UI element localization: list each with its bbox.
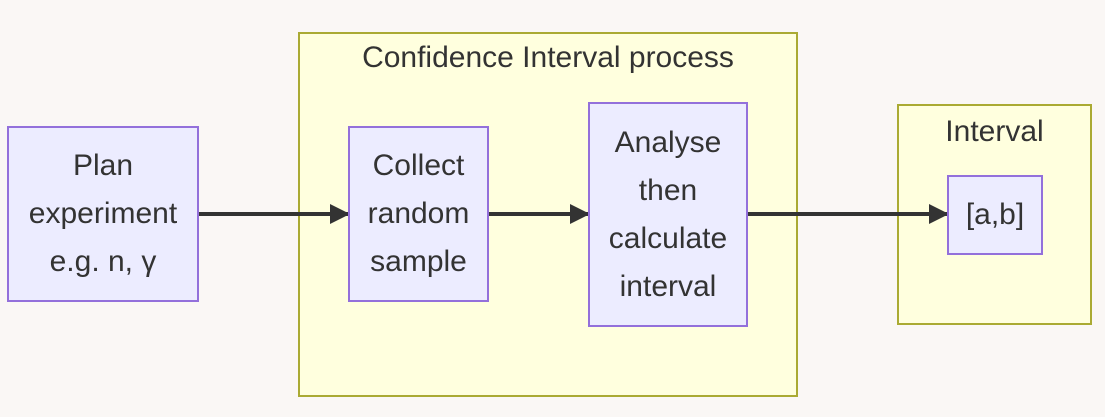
node-collect-random-sample-label: Collect random sample <box>367 149 470 278</box>
cluster-title-interval: Interval <box>945 115 1044 148</box>
node-analyse-calculate-interval: Analyse then calculate interval <box>588 102 748 327</box>
node-collect-random-sample: Collect random sample <box>348 126 489 302</box>
node-interval-result: [a,b] <box>947 175 1043 255</box>
node-plan-experiment: Plan experiment e.g. n, γ <box>7 126 199 302</box>
node-plan-experiment-label: Plan experiment e.g. n, γ <box>28 149 178 278</box>
node-analyse-calculate-interval-label: Analyse then calculate interval <box>608 125 728 303</box>
cluster-title-process: Confidence Interval process <box>362 41 734 74</box>
node-interval-result-label: [a,b] <box>965 198 1025 231</box>
